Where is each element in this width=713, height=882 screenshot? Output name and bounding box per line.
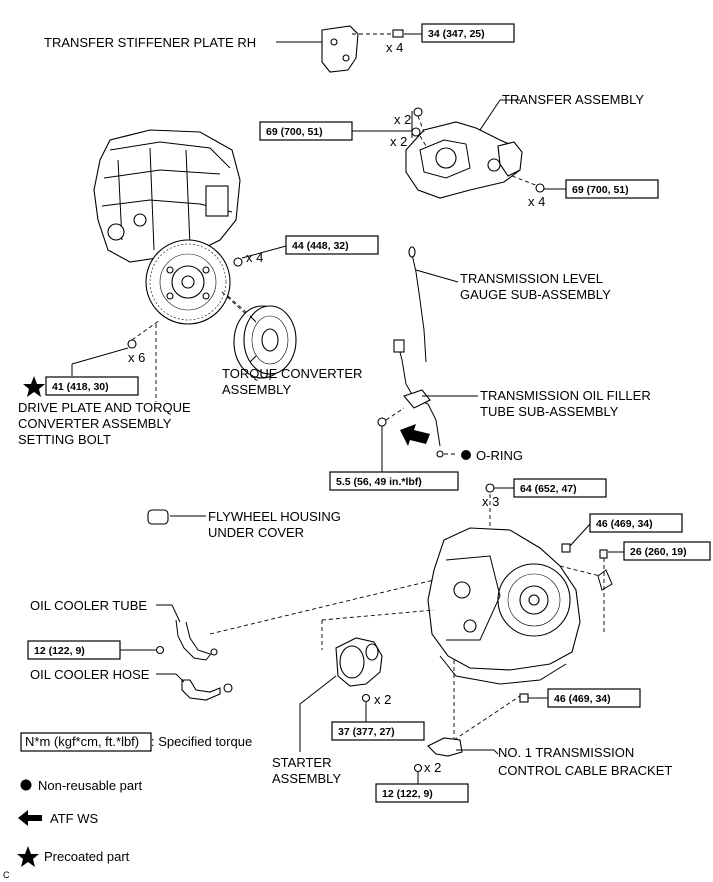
bolt-icon [127,339,137,349]
oil-cooler-hose-label: OIL COOLER HOSE [30,667,150,682]
level-gauge-label-1: TRANSMISSION LEVEL [460,271,603,286]
torque-converter-label-2: ASSEMBLY [222,382,291,397]
torque-69a: 69 (700, 51) [266,126,323,138]
bracket-label-2: CONTROL CABLE BRACKET [498,763,672,778]
precoated-star-icon [23,376,45,397]
qty-transfer-b: x 2 [390,134,407,149]
flywheel-housing-cover [147,509,169,525]
torque-69b: 69 (700, 51) [572,184,629,196]
bolt-icon [233,257,243,267]
torque-converter [233,305,297,379]
atf-arrow-icon [18,810,42,826]
torque-converter-label-1: TORQUE CONVERTER [222,366,362,381]
drive-plate-label-3: SETTING BOLT [18,432,111,447]
filler-tube-label-1: TRANSMISSION OIL FILLER [480,388,651,403]
torque-37: 37 (377, 27) [338,726,395,738]
oil-cooler-hose [181,679,233,701]
bolt-icon [485,483,495,493]
torque-box-69b [565,179,659,199]
torque-26: 26 (260, 19) [630,546,687,558]
level-gauge-label-2: GAUGE SUB-ASSEMBLY [460,287,611,302]
flywheel-cover-label-1: FLYWHEEL HOUSING [208,509,341,524]
torque-46a: 46 (469, 34) [596,518,653,530]
legend-precoated: Precoated part [44,849,130,864]
bolt-icon [155,645,165,655]
torque-box-46b [547,688,641,708]
transfer-stiffener-plate [321,25,359,73]
atf-arrow-icon [400,424,430,446]
drive-plate [145,239,231,325]
torque-box-12a [27,640,121,660]
qty-stiffener: x 4 [386,40,403,55]
nonreusable-dot-icon [20,779,32,791]
bolt-icon [392,29,404,38]
bolt-icon [599,549,608,559]
torque-64: 64 (652, 47) [520,483,577,495]
torque-34: 34 (347, 25) [428,28,485,40]
torque-12a: 12 (122, 9) [34,645,85,657]
o-ring-label: O-RING [476,448,523,463]
qty-bracket: x 2 [424,760,441,775]
torque-41: 41 (418, 30) [52,381,109,393]
torque-box-26 [623,541,711,561]
flywheel-cover-label-2: UNDER COVER [208,525,304,540]
qty-drive-plate-bolt: x 4 [246,250,263,265]
qty-transfer-c: x 4 [528,194,545,209]
legend-atf: ATF WS [50,811,98,826]
transfer-stiffener-label: TRANSFER STIFFENER PLATE RH [44,35,256,50]
oil-filler-tube [393,339,441,447]
corner-code: C [3,870,10,880]
starter-label-1: STARTER [272,755,331,770]
drive-plate-label-1: DRIVE PLATE AND TORQUE [18,400,191,415]
torque-box-37 [331,721,425,741]
starter-assembly [335,637,383,687]
bolt-icon [413,107,423,117]
bolt-icon [519,693,529,703]
torque-box-41 [45,376,139,396]
legend-nonreusable: Non-reusable part [38,778,142,793]
engine-block [93,129,241,263]
control-cable-bracket [427,737,463,757]
torque-box-44 [285,235,379,255]
torque-box-12b [375,783,469,803]
torque-box-46a [589,513,683,533]
bracket-label-1: NO. 1 TRANSMISSION [498,745,634,760]
drive-plate-label-2: CONVERTER ASSEMBLY [18,416,172,431]
torque-box-55 [329,471,459,491]
torque-box-69a [259,121,353,141]
transfer-assembly [405,121,523,199]
torque-box-34 [421,23,515,43]
level-gauge [408,246,427,363]
oil-cooler-tube-label: OIL COOLER TUBE [30,598,147,613]
filler-tube-label-2: TUBE SUB-ASSEMBLY [480,404,619,419]
oil-cooler-tube [175,619,218,661]
bolt-icon [413,763,423,773]
bolt-icon [561,543,571,553]
nonreusable-dot-icon [461,450,471,460]
qty-trans-64: x 3 [482,494,499,509]
transfer-assembly-label: TRANSFER ASSEMBLY [502,92,644,107]
qty-transfer-a: x 2 [394,112,411,127]
bolt-icon [535,183,545,193]
bolt-icon [377,417,387,427]
torque-box-64 [513,478,607,498]
legend-torque-box [20,732,152,752]
torque-12b: 12 (122, 9) [382,788,433,800]
precoated-star-icon [17,846,39,867]
bolt-icon [361,693,371,703]
torque-44: 44 (448, 32) [292,240,349,252]
legend-torque-desc: : Specified torque [151,734,252,749]
starter-label-2: ASSEMBLY [272,771,341,786]
transaxle-assembly [427,527,581,685]
o-ring-part [436,450,444,458]
qty-starter: x 2 [374,692,391,707]
legend-torque-key: N*m (kgf*cm, ft.*lbf) [25,734,139,749]
bolt-icon [411,127,421,137]
torque-55: 5.5 (56, 49 in.*lbf) [336,476,422,488]
qty-setting-bolt: x 6 [128,350,145,365]
torque-46b: 46 (469, 34) [554,693,611,705]
